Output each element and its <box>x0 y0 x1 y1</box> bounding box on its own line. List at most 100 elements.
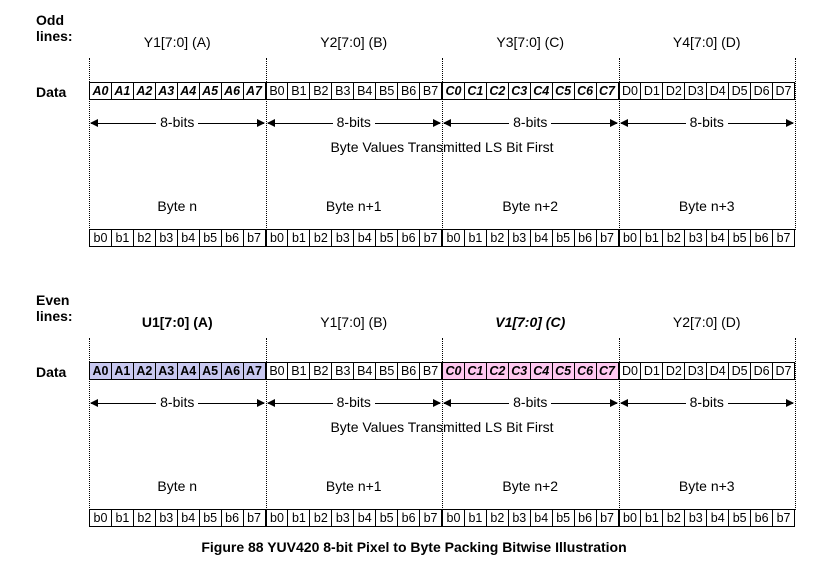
data-bit-cell: A4 <box>176 82 200 100</box>
byte-bit-cell: b3 <box>331 229 355 247</box>
byte-bit-cell: b0 <box>442 229 465 247</box>
data-bit-cell: B3 <box>331 82 355 100</box>
data-bit-cell: C6 <box>573 362 597 380</box>
arrow-right-icon <box>433 399 441 407</box>
byte-bit-cell: b7 <box>595 229 619 247</box>
byte-bit-cell: b6 <box>397 509 421 527</box>
data-bit-cell: D1 <box>640 362 664 380</box>
byte-bit-cell: b5 <box>198 229 222 247</box>
data-bit-cell: C1 <box>463 82 487 100</box>
bits-label: 8-bits <box>685 114 728 130</box>
byte-bit-cell: b1 <box>463 229 487 247</box>
bits-label-wrap: 8-bits <box>619 114 796 132</box>
data-bit-cell: A5 <box>198 82 222 100</box>
group-title: Y1[7:0] (B) <box>320 314 388 330</box>
byte-bit-cell: b6 <box>220 229 244 247</box>
byte-bit-cell: b1 <box>640 509 664 527</box>
data-bit-cell: D5 <box>728 362 752 380</box>
byte-bit-cell: b7 <box>242 509 266 527</box>
byte-bit-cell: b4 <box>529 509 553 527</box>
data-bit-cell: A2 <box>132 82 156 100</box>
group-separator <box>442 338 443 510</box>
data-bit-cell: C4 <box>529 362 553 380</box>
data-bit-cell: A6 <box>220 82 244 100</box>
byte-bit-cell: b4 <box>706 509 730 527</box>
bits-label-wrap: 8-bits <box>89 114 266 132</box>
data-bit-cell: C1 <box>463 362 487 380</box>
byte-bit-cell: b4 <box>529 229 553 247</box>
data-bit-cell: D0 <box>618 82 642 100</box>
byte-label: Byte n+2 <box>502 478 559 494</box>
arrow-left-icon <box>266 399 275 407</box>
byte-bit-cell: b4 <box>706 229 730 247</box>
group-title: V1[7:0] (C) <box>495 314 566 330</box>
arrow-left-icon <box>619 119 628 127</box>
byte-bit-cell: b5 <box>728 509 752 527</box>
byte-bit-cell: b3 <box>684 509 708 527</box>
data-bit-cell: C0 <box>442 82 465 100</box>
data-bit-cell: B4 <box>353 362 377 380</box>
bits-label-wrap: 8-bits <box>89 394 266 412</box>
bits-label-wrap: 8-bits <box>442 394 619 412</box>
data-bit-cell: D1 <box>640 82 664 100</box>
byte-bit-cell: b2 <box>132 229 156 247</box>
byte-bit-cell: b2 <box>485 509 509 527</box>
byte-bit-cell: b7 <box>595 509 619 527</box>
data-bit-cell: D7 <box>772 362 795 380</box>
byte-bit-cell: b2 <box>309 229 333 247</box>
group-separator <box>442 58 443 230</box>
group-separator <box>795 338 796 510</box>
byte-bit-cell: b0 <box>442 509 465 527</box>
data-bit-cell: B6 <box>397 362 421 380</box>
byte-bit-cell: b5 <box>375 509 399 527</box>
byte-bit-cell: b5 <box>198 509 222 527</box>
data-bit-cell: D3 <box>684 362 708 380</box>
arrow-left-icon <box>90 119 98 127</box>
figure-caption: Figure 88 YUV420 8-bit Pixel to Byte Pac… <box>201 539 627 555</box>
byte-label: Byte n+3 <box>678 478 735 494</box>
data-bit-cell: A6 <box>220 362 244 380</box>
arrow-right-icon <box>256 119 265 127</box>
data-bit-cell: A0 <box>89 82 112 100</box>
byte-bit-cell: b3 <box>154 229 178 247</box>
arrow-left-icon <box>619 399 628 407</box>
transmission-note: Byte Values Transmitted LS Bit First <box>330 419 554 435</box>
data-bit-cell: D2 <box>662 82 686 100</box>
data-row-label: Data <box>36 84 67 100</box>
byte-bit-cell: b1 <box>287 229 311 247</box>
data-bit-cell: C5 <box>551 82 575 100</box>
data-bit-cell: D0 <box>618 362 642 380</box>
bits-label: 8-bits <box>156 394 199 410</box>
byte-bit-cell: b4 <box>176 229 200 247</box>
data-bit-cell: B7 <box>419 362 442 380</box>
bits-label: 8-bits <box>156 114 199 130</box>
data-bit-cell: B2 <box>309 82 333 100</box>
data-bit-cell: D4 <box>706 82 730 100</box>
byte-bit-cell: b7 <box>772 509 795 527</box>
arrow-right-icon <box>786 119 794 127</box>
transmission-note: Byte Values Transmitted LS Bit First <box>330 139 554 155</box>
byte-bit-cell: b7 <box>419 229 442 247</box>
byte-bit-cell: b3 <box>154 509 178 527</box>
data-bit-cell: A7 <box>242 82 266 100</box>
arrow-right-icon <box>786 399 794 407</box>
group-title: Y2[7:0] (B) <box>320 34 388 50</box>
data-bit-cell: A4 <box>176 362 200 380</box>
data-bit-cell: C3 <box>507 82 531 100</box>
section-label: Even lines: <box>36 292 73 324</box>
data-bit-cell: B5 <box>375 82 399 100</box>
data-bit-cell: C5 <box>551 362 575 380</box>
data-bit-cell: D5 <box>728 82 752 100</box>
byte-bit-cell: b6 <box>573 509 597 527</box>
data-bit-cell: B0 <box>265 362 289 380</box>
